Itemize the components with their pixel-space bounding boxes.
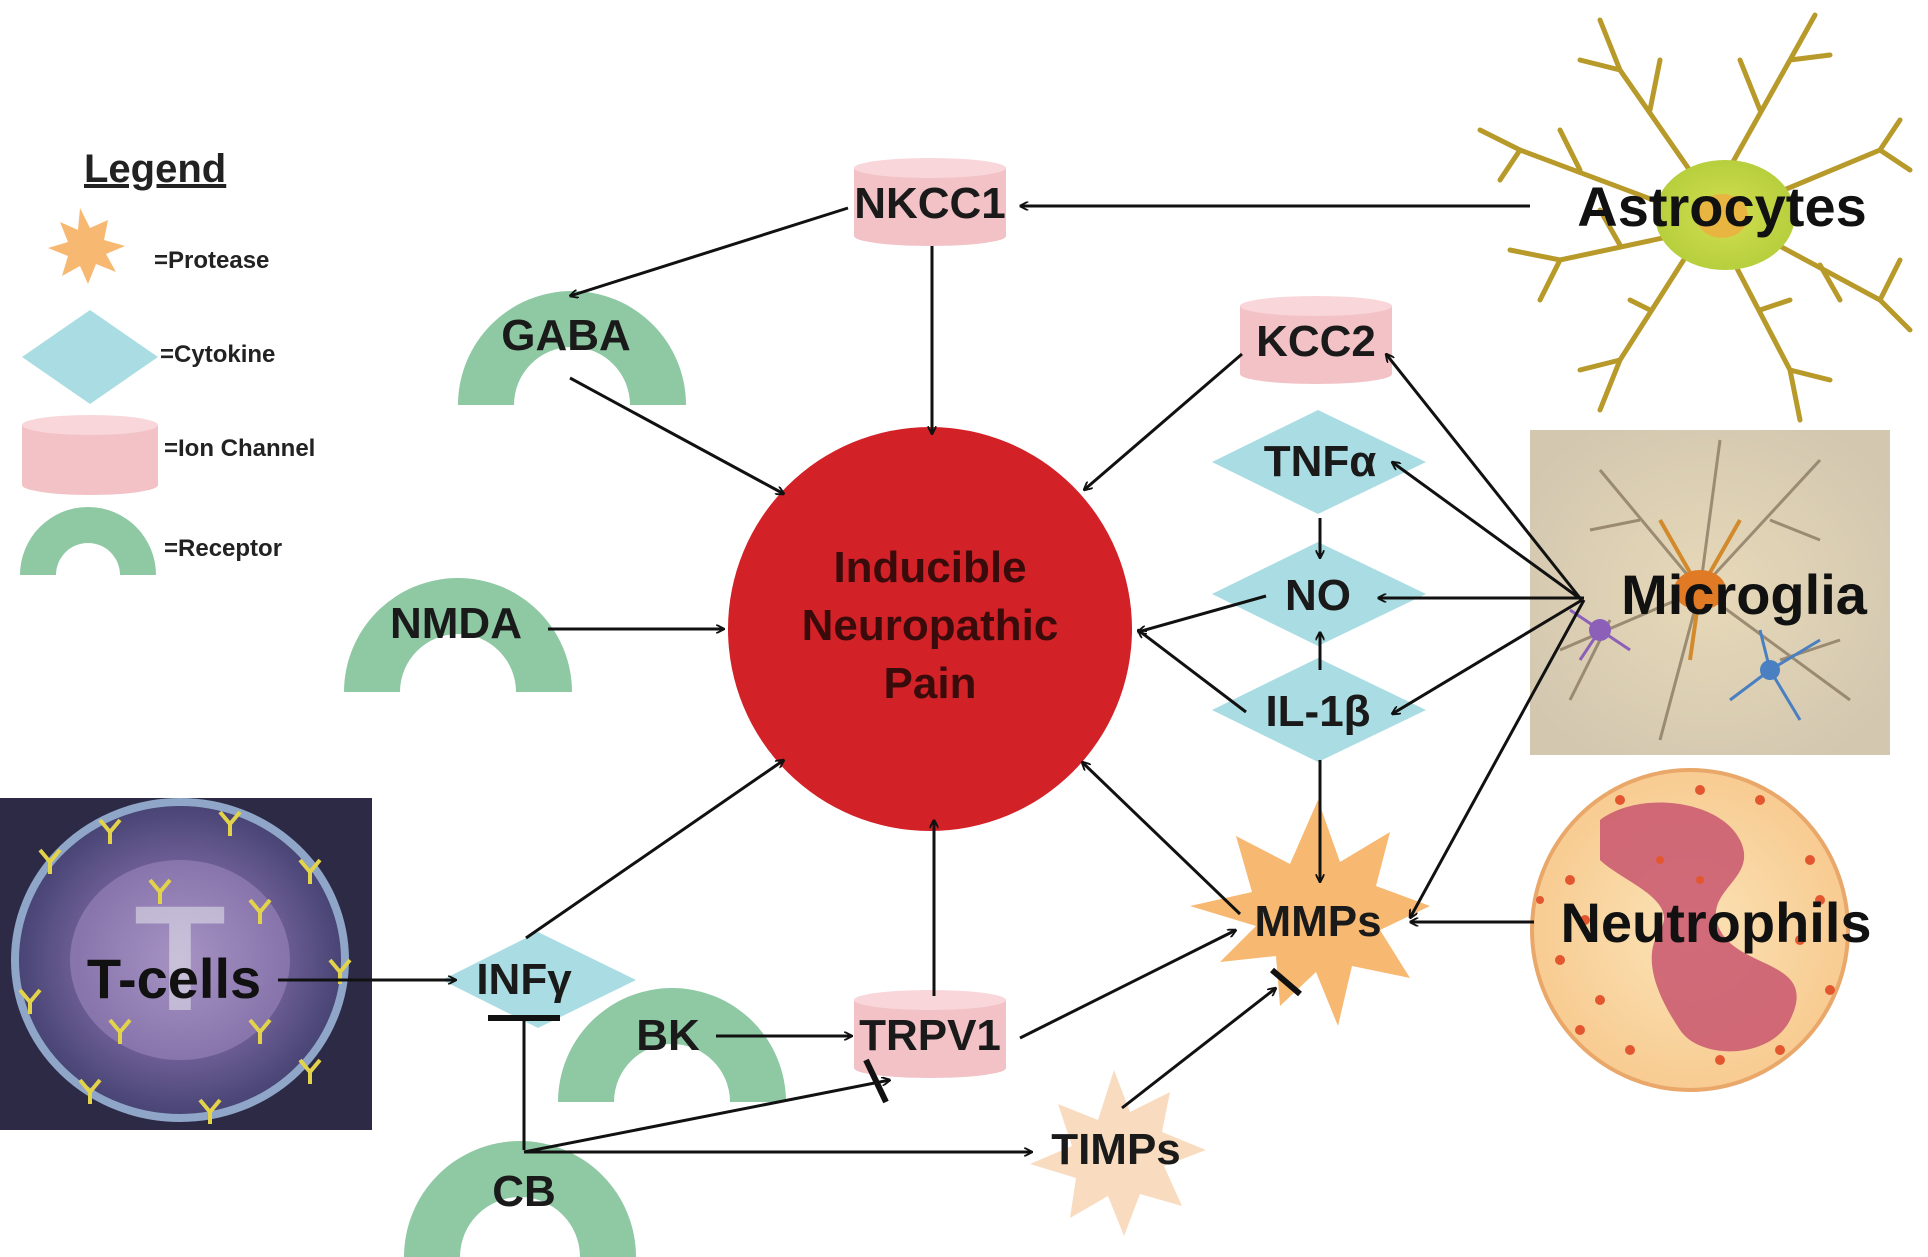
kcc2-channel-shape (1240, 296, 1392, 384)
neutrophils-label: Neutrophils (1560, 891, 1871, 954)
tcell-illustration: T (0, 798, 372, 1130)
nkcc1-label: NKCC1 (854, 179, 1006, 228)
gaba-receptor-shape (458, 291, 686, 405)
mmps-label: MMPs (1254, 897, 1381, 946)
neutrophil-illustration (1530, 768, 1850, 1092)
microglia-label: Microglia (1621, 563, 1868, 626)
il1b-cytokine-shape (1212, 658, 1426, 762)
legend: Legend =Protease =Cytokine =Ion Channel … (20, 147, 315, 575)
bk-label: BK (636, 1011, 700, 1060)
nmda-label: NMDA (390, 599, 522, 648)
no-label: NO (1285, 571, 1351, 620)
legend-cytokine-icon (22, 310, 158, 404)
mmps-protease-shape (1190, 800, 1430, 1026)
legend-cytokine-label: =Cytokine (160, 341, 275, 368)
nkcc1-channel-shape (854, 158, 1006, 246)
kcc2-label: KCC2 (1256, 317, 1376, 366)
edges (278, 206, 1586, 1152)
legend-protease-icon (48, 208, 125, 284)
legend-receptor-label: =Receptor (164, 535, 282, 562)
pain-label-line1: Inducible (833, 543, 1026, 592)
pain-node: Inducible Neuropathic Pain (728, 427, 1132, 831)
nmda-receptor-shape (344, 578, 572, 692)
trpv1-channel-shape (854, 990, 1006, 1078)
tcells-label: T-cells (87, 947, 261, 1010)
microglia-illustration (1530, 430, 1890, 755)
pain-label-line3: Pain (884, 659, 977, 708)
legend-title: Legend (84, 147, 226, 191)
legend-ion-channel-icon (22, 415, 158, 495)
infg-cytokine-shape (442, 932, 636, 1028)
no-cytokine-shape (1212, 542, 1426, 646)
cb-receptor-shape (404, 1141, 636, 1257)
timps-label: TIMPs (1051, 1125, 1181, 1174)
gaba-label: GABA (501, 311, 631, 360)
tcell-letter: T (134, 874, 226, 1042)
infg-label: INFγ (476, 955, 572, 1004)
legend-ion-channel-label: =Ion Channel (164, 435, 315, 462)
bk-receptor-shape (558, 988, 786, 1102)
legend-protease-label: =Protease (154, 247, 269, 274)
tnfa-label: TNFα (1264, 437, 1377, 486)
cb-label: CB (492, 1167, 556, 1216)
legend-receptor-icon (20, 507, 156, 575)
trpv1-label: TRPV1 (859, 1011, 1001, 1060)
il1b-label: IL-1β (1265, 687, 1370, 736)
tnfa-cytokine-shape (1212, 410, 1426, 514)
pain-label-line2: Neuropathic (802, 601, 1059, 650)
astrocytes-label: Astrocytes (1577, 175, 1866, 238)
astrocyte-illustration (1477, 12, 1913, 423)
timps-protease-shape (1030, 1070, 1206, 1236)
